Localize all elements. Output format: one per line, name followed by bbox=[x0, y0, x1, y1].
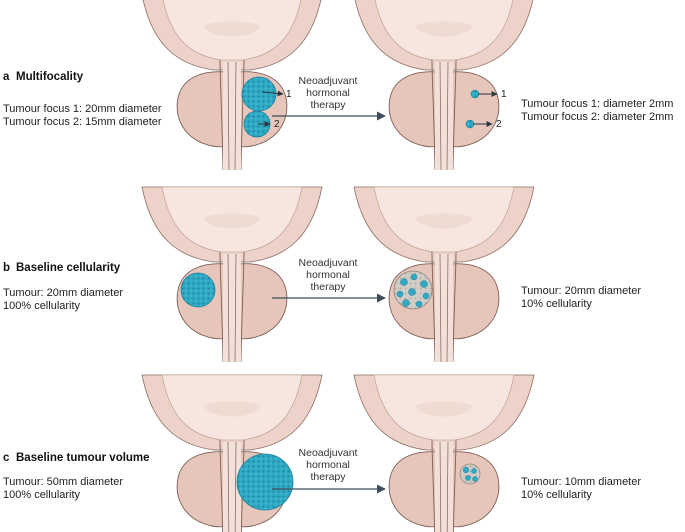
panel-b-before-line-1: Tumour: 20mm diameter bbox=[3, 287, 123, 299]
panel-a-before-line-2: Tumour focus 2: 15mm diameter bbox=[3, 116, 162, 128]
panel-c-before-line-2: 100% cellularity bbox=[3, 489, 81, 501]
panel-c-after-line-1: Tumour: 10mm diameter bbox=[521, 476, 641, 488]
tumour-focus-1 bbox=[241, 76, 277, 112]
tumour-b-after bbox=[393, 270, 433, 310]
panel-a-title: Multifocality bbox=[16, 71, 84, 83]
panel-c-after-line-2: 10% cellularity bbox=[521, 489, 592, 501]
tumour-focus-2-after bbox=[465, 119, 475, 129]
panel-a-before-anatomy bbox=[141, 0, 323, 171]
focus-1-after-label: 1 bbox=[501, 89, 507, 100]
panel-c-letter: c bbox=[3, 452, 10, 464]
panel-c-arrow-line-1: Neoadjuvant bbox=[299, 447, 358, 459]
tumour-focus-1-after bbox=[470, 89, 480, 99]
focus-2-label: 2 bbox=[274, 119, 280, 130]
panel-c-arrow-line-3: therapy bbox=[310, 471, 346, 483]
panel-b: b Baseline cellularity Tumour: 20mm diam… bbox=[3, 186, 641, 363]
panel-b-title: Baseline cellularity bbox=[16, 262, 121, 274]
panel-c-before-line-1: Tumour: 50mm diameter bbox=[3, 476, 123, 488]
tumour-c-before bbox=[236, 453, 294, 511]
panel-b-letter: b bbox=[3, 262, 10, 274]
panel-b-before-line-2: 100% cellularity bbox=[3, 300, 81, 312]
panel-a-arrow-line-2: hormonal bbox=[306, 87, 350, 99]
focus-2-after-label: 2 bbox=[496, 119, 502, 130]
focus-1-label: 1 bbox=[286, 89, 292, 100]
panel-a-after-line-2: Tumour focus 2: diameter 2mm bbox=[521, 111, 673, 123]
panel-a: 1 2 1 2 a Multifocality Tumour focus 1: … bbox=[3, 0, 673, 171]
panel-c-after-anatomy bbox=[353, 374, 535, 532]
tumour-c-after bbox=[459, 463, 481, 485]
panel-b-after-line-2: 10% cellularity bbox=[521, 298, 592, 310]
panel-a-arrow-line-1: Neoadjuvant bbox=[299, 75, 358, 87]
panel-b-arrow-line-3: therapy bbox=[310, 281, 346, 293]
tumour-b-before bbox=[180, 272, 216, 308]
panel-a-before-line-1: Tumour focus 1: 20mm diameter bbox=[3, 103, 162, 115]
panel-a-after-anatomy bbox=[353, 0, 535, 171]
panel-b-after-line-1: Tumour: 20mm diameter bbox=[521, 285, 641, 297]
panel-b-before-anatomy bbox=[141, 186, 323, 363]
panel-c-before-anatomy bbox=[141, 374, 323, 532]
panel-c: c Baseline tumour volume Tumour: 50mm di… bbox=[3, 374, 641, 532]
panel-c-title: Baseline tumour volume bbox=[16, 452, 150, 464]
panel-b-arrow-line-1: Neoadjuvant bbox=[299, 257, 358, 269]
panel-b-arrow-line-2: hormonal bbox=[306, 269, 350, 281]
panel-a-after-line-1: Tumour focus 1: diameter 2mm bbox=[521, 98, 673, 110]
focus-1-pointer bbox=[261, 90, 284, 97]
panel-a-arrow-line-3: therapy bbox=[310, 99, 346, 111]
panel-b-after-anatomy bbox=[353, 186, 535, 363]
panel-a-letter: a bbox=[3, 71, 10, 83]
panel-c-arrow-line-2: hormonal bbox=[306, 459, 350, 471]
